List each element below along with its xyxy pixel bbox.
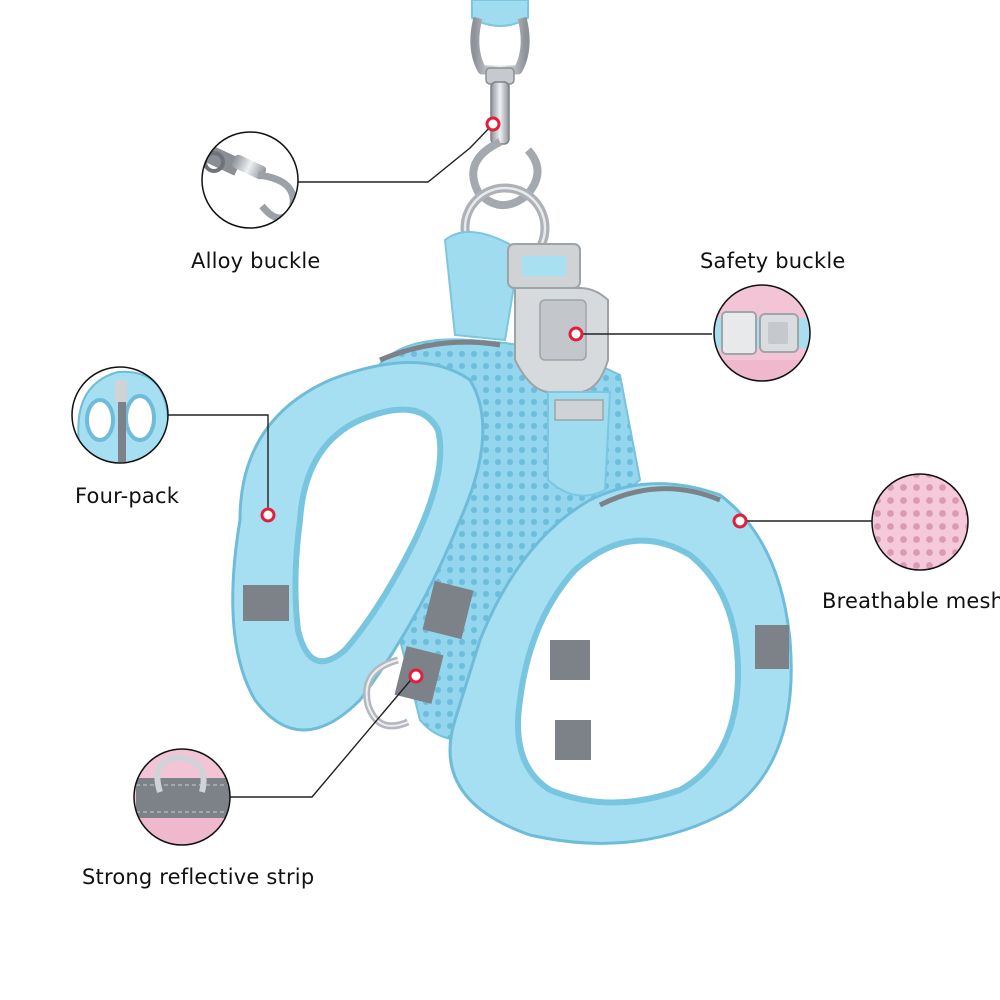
- harness: [231, 231, 793, 845]
- mesh-detail-icon: [871, 473, 969, 571]
- harness-detail-icon: [71, 366, 169, 464]
- d-ring: [363, 656, 410, 730]
- marker-four-pack[interactable]: [260, 507, 276, 523]
- marker-breathable-mesh[interactable]: [732, 513, 748, 529]
- label-breathable-mesh: Breathable mesh: [822, 589, 1000, 613]
- label-reflective-strip: Strong reflective strip: [82, 865, 315, 889]
- d-ring-detail-icon: [133, 748, 231, 846]
- marker-safety-buckle[interactable]: [568, 326, 584, 342]
- safety-buckle: [507, 243, 612, 497]
- snap-hook-icon: [201, 131, 299, 229]
- label-safety-buckle: Safety buckle: [700, 249, 846, 273]
- reflective-strips: [243, 580, 789, 760]
- buckle-detail-icon: [713, 284, 811, 382]
- label-alloy-buckle: Alloy buckle: [191, 249, 321, 273]
- markers: [260, 116, 748, 684]
- label-four-pack: Four-pack: [75, 484, 180, 508]
- snap-hook: [460, 16, 550, 273]
- marker-alloy-buckle[interactable]: [485, 116, 501, 132]
- leader-lines: [168, 123, 872, 798]
- marker-reflective-strip[interactable]: [408, 668, 424, 684]
